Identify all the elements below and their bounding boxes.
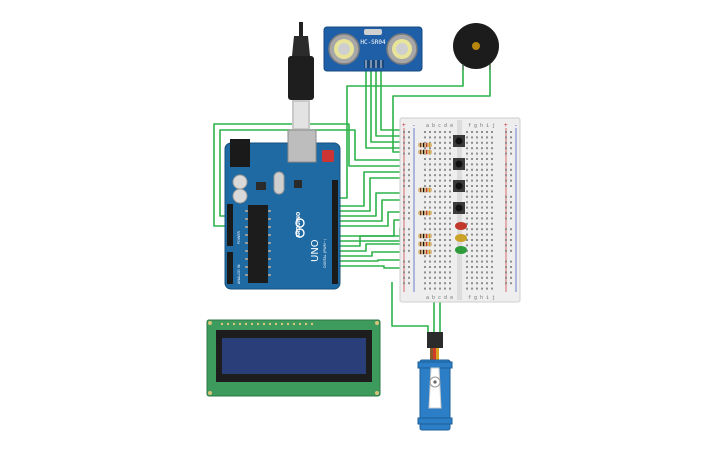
ultrasonic-sensor[interactable]: HC-SR04 [323, 26, 423, 72]
reset-button[interactable] [322, 150, 334, 162]
arduino-uno-board[interactable]: ARDUINO UNO DIGITAL (PWM~) POWER ANALOG … [224, 129, 341, 290]
resistor [418, 149, 432, 155]
power-jack [230, 139, 250, 167]
wire-servo-1 [391, 282, 429, 336]
wire-d13 [335, 171, 432, 207]
pushbutton-1[interactable] [453, 135, 465, 147]
analog-header [227, 252, 233, 284]
servo-motor[interactable] [417, 332, 453, 431]
wire-sensor-vcc [365, 66, 410, 149]
resistor [418, 233, 432, 239]
usb-cable [288, 22, 314, 130]
resistor [418, 241, 432, 247]
power-label: POWER [237, 230, 241, 244]
pushbutton-3[interactable] [453, 180, 465, 192]
lcd-display [206, 319, 381, 397]
breadboard-cols-left-bottom: a b c d e [426, 295, 453, 301]
rail-plus-label: + [402, 122, 406, 129]
breadboard-cols-right-bottom: f g h i j [468, 295, 495, 301]
pushbutton-4[interactable] [453, 202, 465, 214]
breadboard-cols-left: a b c d e [426, 123, 453, 129]
breadboard-cols-right: f g h i j [468, 123, 495, 129]
wire-d5 [335, 243, 432, 252]
wire-power-gnd [213, 123, 410, 227]
resistor [418, 142, 432, 148]
pushbutton-2[interactable] [453, 158, 465, 170]
resistor [418, 187, 432, 193]
leds [455, 222, 467, 254]
lcd-screen [222, 338, 366, 374]
rail-minus-label: - [412, 122, 416, 129]
wire-buzzer-1 [335, 64, 464, 199]
pushbuttons[interactable] [453, 135, 465, 214]
analog-label: ANALOG IN [237, 264, 241, 284]
arduino-model-label: UNO [310, 239, 321, 262]
arduino-logo [295, 218, 305, 238]
microcontroller-chip [248, 205, 268, 283]
rail-minus-label-right: - [514, 122, 518, 129]
rail-plus-label-right: + [504, 122, 508, 129]
led-1 [455, 222, 467, 230]
arduino-brand-label: ARDUINO [296, 212, 302, 238]
sensor-model-label: HC-SR04 [360, 39, 386, 46]
digital-header [332, 180, 338, 284]
servo-horn [428, 367, 442, 409]
wire-buzzer-2 [392, 64, 491, 153]
resistor [418, 249, 432, 255]
led-3 [455, 246, 467, 254]
digital-label: DIGITAL (PWM~) [323, 238, 327, 268]
led-2 [455, 234, 467, 242]
power-header [227, 204, 233, 246]
resistor [418, 210, 432, 216]
piezo-buzzer[interactable] [453, 23, 499, 70]
usb-port [287, 129, 317, 163]
resistors [418, 142, 432, 255]
